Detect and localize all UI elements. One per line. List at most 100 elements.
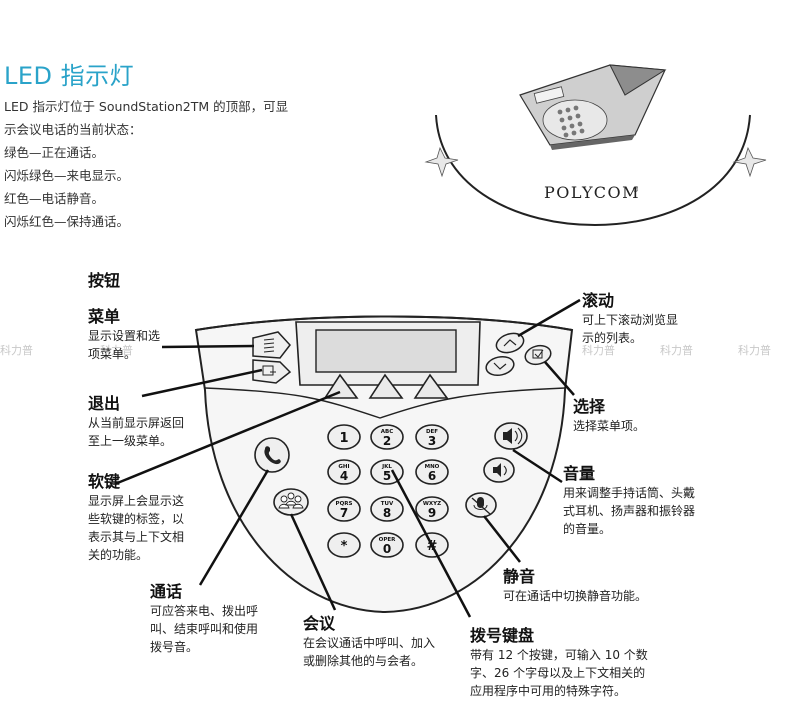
dial-key-letters: JKL bbox=[381, 464, 392, 470]
led-title: LED 指示灯 bbox=[4, 62, 135, 90]
callout-title: 选择 bbox=[573, 397, 606, 416]
watermark: 科力普 bbox=[582, 344, 615, 357]
callout-line: 些软键的标签，以 bbox=[88, 512, 185, 526]
dial-key-number: 3 bbox=[428, 434, 436, 448]
callout-line: 应用程序中可用的特殊字符。 bbox=[470, 684, 627, 698]
softkey-button-2[interactable] bbox=[368, 373, 404, 399]
dial-key-letters: OPER bbox=[379, 537, 396, 543]
volume-up-button[interactable] bbox=[494, 422, 528, 450]
callout-title: 软键 bbox=[88, 472, 121, 491]
buttons-heading: 按钮 bbox=[88, 271, 121, 290]
conference-icon bbox=[278, 492, 304, 509]
led-phone-illustration: POLYCOM ® bbox=[424, 64, 767, 227]
dial-key-letters: GHI bbox=[338, 464, 349, 470]
dial-key-letters: DEF bbox=[426, 429, 438, 435]
dial-key-number: 4 bbox=[340, 469, 348, 483]
callout-line: 示的列表。 bbox=[582, 331, 643, 345]
callout-conference: 会议 在会议通话中呼叫、加入 或删除其他的与会者。 bbox=[303, 610, 435, 670]
callout-line: 的音量。 bbox=[563, 522, 612, 536]
dial-key-letters: ABC bbox=[381, 429, 394, 435]
dial-key-number: 7 bbox=[340, 506, 348, 520]
callout-line: 拨号音。 bbox=[150, 640, 199, 654]
callout-line: 或删除其他的与会者。 bbox=[303, 654, 424, 668]
dial-key-number: 0 bbox=[383, 542, 391, 556]
led-line: 绿色—正在通话。 bbox=[4, 145, 105, 160]
callout-call: 通话 可应答来电、拨出呼 叫、结束呼叫和使用 拨号音。 bbox=[150, 578, 258, 656]
dial-key-number: 2 bbox=[383, 434, 391, 448]
callout-title: 拨号键盘 bbox=[470, 626, 535, 645]
menu-icon bbox=[263, 338, 275, 353]
brand-registered-mark: ® bbox=[632, 186, 639, 194]
chevron-down-icon bbox=[493, 362, 507, 370]
callout-line: 带有 12 个按键，可输入 10 个数 bbox=[470, 648, 648, 662]
callout-lines bbox=[114, 298, 581, 618]
exit-icon bbox=[262, 365, 276, 376]
dial-key-letters: WXYZ bbox=[423, 501, 441, 507]
brand-logo: POLYCOM bbox=[544, 183, 640, 202]
callout-line: 关的功能。 bbox=[88, 548, 149, 562]
scroll-up-button[interactable] bbox=[494, 330, 526, 356]
callout-softkey: 软键 显示屏上会显示这 些软键的标签，以 表示其与上下文相 关的功能。 bbox=[88, 468, 184, 564]
softkey-button-3[interactable] bbox=[413, 373, 449, 399]
callout-keypad: 拨号键盘 带有 12 个按键，可输入 10 个数 字、26 个字母以及上下文相关… bbox=[470, 622, 648, 700]
conference-phone-icon bbox=[519, 64, 667, 150]
dial-key-letters: TUV bbox=[381, 501, 394, 507]
exit-button[interactable] bbox=[252, 359, 292, 384]
check-icon bbox=[532, 349, 544, 359]
callout-line: 至上一级菜单。 bbox=[88, 434, 173, 448]
volume-down-button[interactable] bbox=[483, 457, 515, 483]
dial-key-number: * bbox=[341, 539, 348, 554]
callout-line: 式耳机、扬声器和振铃器 bbox=[563, 504, 696, 518]
select-button[interactable] bbox=[523, 343, 553, 367]
callout-volume: 音量 用来调整手持话筒、头戴 式耳机、扬声器和振铃器 的音量。 bbox=[563, 460, 695, 538]
led-line: 闪烁红色—保持通话。 bbox=[4, 214, 130, 229]
scroll-down-button[interactable] bbox=[484, 354, 515, 377]
callout-line: 在会议通话中呼叫、加入 bbox=[303, 636, 436, 650]
dial-key-1[interactable]: 1 bbox=[327, 424, 361, 450]
mute-button[interactable] bbox=[465, 492, 497, 518]
led-line: 示会议电话的当前状态： bbox=[4, 122, 142, 137]
menu-button[interactable] bbox=[252, 331, 291, 359]
watermark: 科力普 bbox=[100, 344, 133, 357]
lcd-display bbox=[315, 329, 457, 373]
dial-key-letters: PQRS bbox=[336, 501, 353, 507]
callout-title: 菜单 bbox=[88, 307, 121, 326]
callout-title: 音量 bbox=[563, 464, 596, 483]
callout-line: 项菜单。 bbox=[88, 347, 137, 361]
speaker-loud-icon bbox=[503, 427, 523, 445]
conference-button[interactable] bbox=[273, 488, 309, 516]
led-line: LED 指示灯位于 SoundStation2TM 的顶部，可显 bbox=[4, 99, 289, 114]
softkey-button-1[interactable] bbox=[323, 373, 359, 399]
callout-title: 通话 bbox=[150, 582, 183, 601]
callout-scroll: 滚动 可上下滚动浏览显 示的列表。 bbox=[582, 287, 678, 347]
speaker-quiet-icon bbox=[493, 463, 507, 477]
callout-menu: 菜单 显示设置和选 项菜单。 bbox=[88, 303, 160, 363]
callout-line: 表示其与上下文相 bbox=[88, 530, 185, 544]
callout-line: 叫、结束呼叫和使用 bbox=[150, 622, 259, 636]
dial-key-number: 1 bbox=[339, 431, 348, 446]
callout-line: 从当前显示屏返回 bbox=[88, 416, 185, 430]
callout-select: 选择 选择菜单项。 bbox=[573, 393, 645, 435]
callout-title: 会议 bbox=[303, 614, 336, 633]
callout-title: 退出 bbox=[88, 394, 121, 413]
callout-line: 可应答来电、拨出呼 bbox=[150, 604, 259, 618]
dial-key-star[interactable]: * bbox=[327, 532, 361, 558]
led-flash-right-icon bbox=[732, 146, 767, 178]
dial-key-number: 6 bbox=[428, 469, 436, 483]
dial-key-number: 5 bbox=[383, 469, 391, 483]
call-button[interactable] bbox=[254, 437, 290, 473]
callout-line: 可在通话中切换静音功能。 bbox=[503, 589, 648, 603]
dial-key-number: 8 bbox=[383, 506, 391, 520]
dial-key-number: 9 bbox=[428, 506, 436, 520]
callout-line: 可上下滚动浏览显 bbox=[582, 313, 679, 327]
